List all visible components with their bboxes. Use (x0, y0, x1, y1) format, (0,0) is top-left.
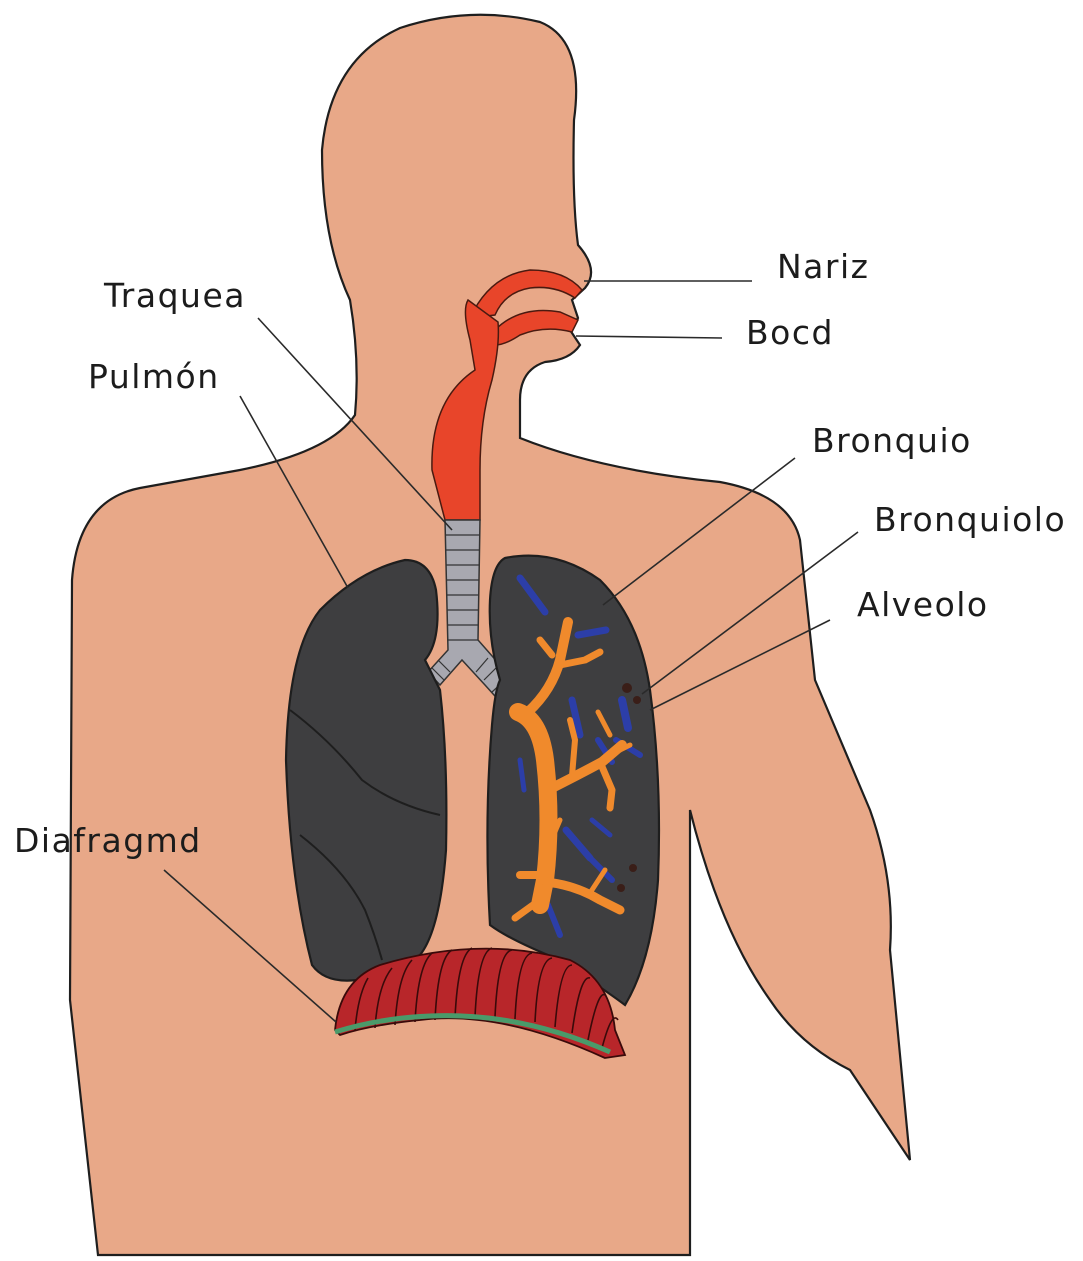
label-mouth: Bocd (746, 313, 834, 352)
label-lung: Pulmón (88, 357, 220, 396)
label-bronchus: Bronquio (812, 421, 972, 460)
label-trachea: Traquea (103, 276, 246, 315)
leader-mouth (576, 336, 722, 338)
label-diaphragm: Diafragmd (14, 821, 202, 860)
label-bronchiole: Bronquiolo (874, 500, 1066, 539)
label-nose: Nariz (777, 247, 869, 286)
label-alveolus: Alveolo (857, 585, 989, 624)
